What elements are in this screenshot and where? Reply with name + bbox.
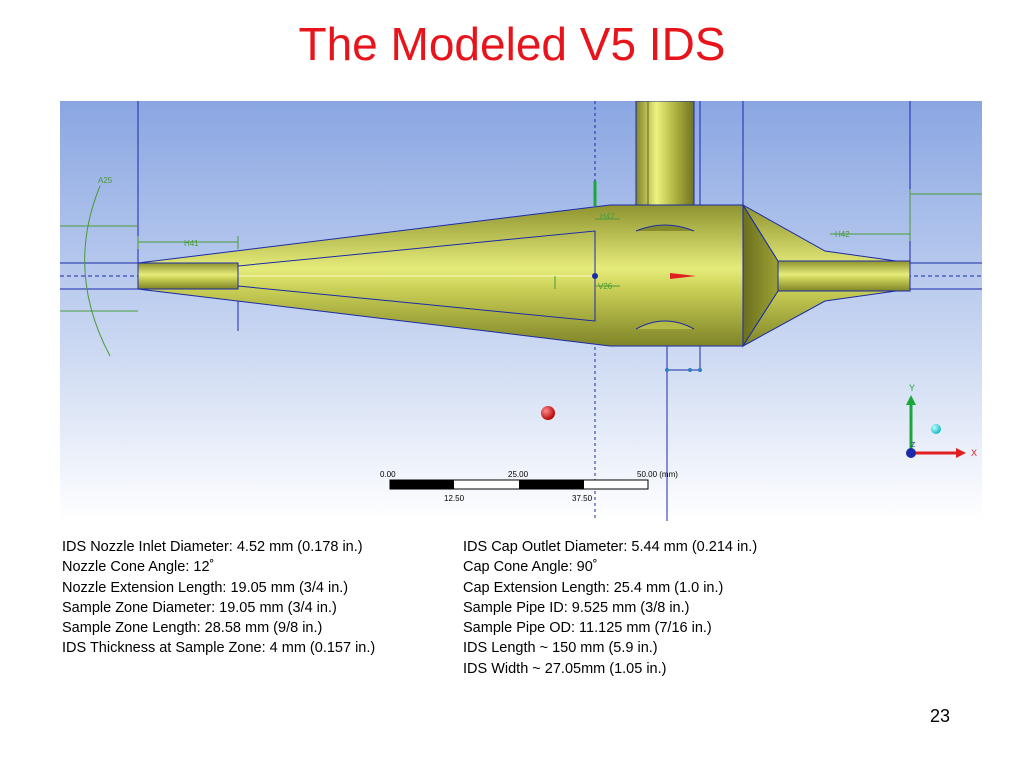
spec-ids-width: IDS Width ~ 27.05mm (1.05 in.)	[463, 660, 667, 677]
spec-cap-extension-length: Cap Extension Length: 25.4 mm (1.0 in.)	[463, 579, 724, 596]
dim-label-zone: V26	[598, 282, 613, 291]
scale-label-25: 25.00	[508, 470, 529, 479]
scale-label-37-5: 37.50	[572, 494, 593, 503]
specs-right-column: IDS Cap Outlet Diameter: 5.44 mm (0.214 …	[463, 537, 757, 679]
spec-sample-pipe-od: Sample Pipe OD: 11.125 mm (7/16 in.)	[463, 620, 712, 637]
dim-label-pipe: H47	[600, 212, 615, 221]
spec-sample-zone-diameter: Sample Zone Diameter: 19.05 mm (3/4 in.)	[62, 599, 337, 616]
axis-label-x: X	[971, 448, 977, 458]
cap-extension	[777, 260, 911, 292]
spec-sample-zone-length: Sample Zone Length: 28.58 mm (9/8 in.)	[62, 620, 323, 637]
scale-label-0: 0.00	[380, 470, 396, 479]
axis-label-y: Y	[909, 383, 915, 393]
slide-title: The Modeled V5 IDS	[298, 18, 726, 70]
scale-label-12-5: 12.50	[444, 494, 465, 503]
dimension-annotations	[60, 181, 982, 357]
pipe-probe-points	[665, 368, 702, 372]
spec-ids-thickness: IDS Thickness at Sample Zone: 4 mm (0.15…	[62, 640, 376, 657]
scale-label-50: 50.00 (mm)	[637, 470, 678, 479]
page-number: 23	[930, 706, 951, 726]
spec-cap-cone-angle: Cap Cone Angle: 90˚	[463, 559, 598, 576]
cad-model-view: A25 H41 H42 H47 V26 0.00 25.00 50.00 (mm…	[60, 101, 982, 521]
spec-cap-outlet-diameter: IDS Cap Outlet Diameter: 5.44 mm (0.214 …	[463, 539, 758, 555]
scale-bar	[389, 479, 649, 490]
spec-sample-pipe-id: Sample Pipe ID: 9.525 mm (3/8 in.)	[463, 599, 690, 616]
spec-nozzle-extension-length: Nozzle Extension Length: 19.05 mm (3/4 i…	[62, 579, 349, 596]
nozzle-extension	[137, 262, 239, 290]
spec-nozzle-cone-angle: Nozzle Cone Angle: 12˚	[62, 559, 215, 576]
axis-triad	[906, 395, 966, 458]
red-arrow-marker	[670, 273, 696, 279]
axis-label-z: Z	[911, 442, 916, 449]
red-sphere-marker	[541, 406, 555, 420]
dim-label-nozzle-length: H41	[184, 239, 199, 248]
pipe-bore-bottom	[635, 320, 695, 330]
dim-label-cap-length: H42	[835, 230, 850, 239]
specs-left-column: IDS Nozzle Inlet Diameter: 4.52 mm (0.17…	[62, 537, 375, 659]
pipe-bore-top	[635, 224, 695, 232]
spec-ids-length: IDS Length ~ 150 mm (5.9 in.)	[463, 640, 658, 657]
dim-label-angle: A25	[98, 176, 113, 185]
spec-nozzle-inlet-diameter: IDS Nozzle Inlet Diameter: 4.52 mm (0.17…	[62, 539, 363, 555]
center-point-marker	[592, 273, 598, 279]
